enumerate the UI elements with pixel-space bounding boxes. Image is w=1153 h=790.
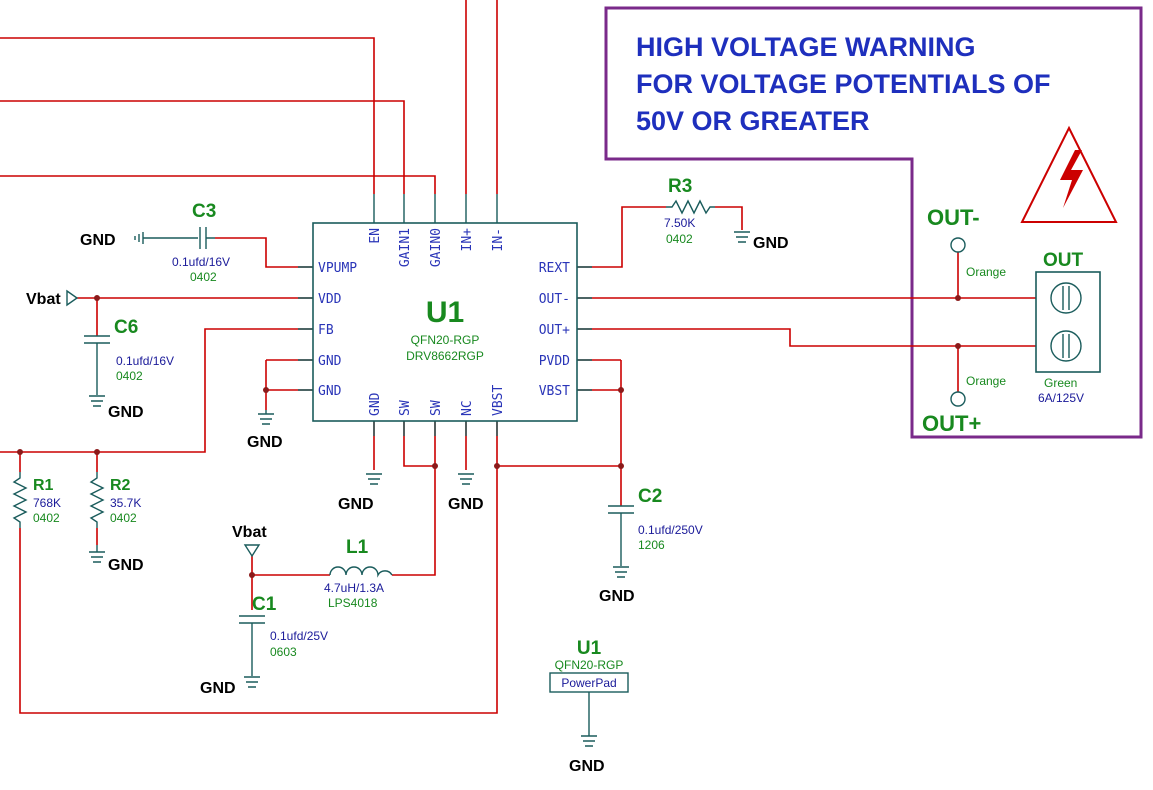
out-plus-tp-color: Orange: [966, 374, 1006, 388]
pin-gnd-left-2: GND: [318, 384, 342, 399]
c3-capacitor: C3 0.1ufd/16V 0402: [134, 201, 230, 284]
c6-refdes: C6: [114, 317, 138, 338]
pin-vpump: VPUMP: [318, 261, 357, 276]
connector-color: Green: [1044, 376, 1077, 390]
gnd-label-pad: GND: [569, 758, 605, 775]
u1-part-number: DRV8662RGP: [406, 349, 484, 363]
r3-value: 7.50K: [664, 216, 695, 230]
pin-en: EN: [368, 228, 383, 244]
pin-in-plus: IN+: [460, 228, 475, 252]
r2-refdes: R2: [110, 477, 131, 494]
l1-package: LPS4018: [328, 596, 378, 610]
pin-gain1: GAIN1: [398, 228, 413, 267]
gnd-symbol-left: GND: [247, 410, 283, 451]
c3-value: 0.1ufd/16V: [172, 255, 230, 269]
c6-value: 0.1ufd/16V: [116, 354, 174, 368]
r3-refdes: R3: [668, 176, 692, 197]
gnd-symbol-u1-pin: GND: [338, 473, 382, 513]
high-voltage-warning-icon: [1020, 125, 1118, 223]
gnd-label-u1-nc: GND: [448, 496, 484, 513]
r3-resistor: R3 7.50K 0402 GND: [664, 176, 789, 252]
warning-line-2: FOR VOLTAGE POTENTIALS OF: [636, 69, 1051, 99]
gnd-label-c2: GND: [599, 588, 635, 605]
pin-sw-2: SW: [429, 400, 444, 416]
warning-line-1: HIGH VOLTAGE WARNING: [636, 32, 976, 62]
u1-pad-refdes: U1: [577, 638, 602, 659]
pin-vbst-right: VBST: [539, 384, 570, 399]
c3-refdes: C3: [192, 201, 216, 222]
out-connector: OUT Green 6A/125V: [1035, 250, 1101, 405]
out-minus-tp-color: Orange: [966, 265, 1006, 279]
connector-refdes: OUT: [1043, 250, 1084, 271]
u1-package: QFN20-RGP: [411, 333, 480, 347]
pin-gnd-left-1: GND: [318, 354, 342, 369]
out-minus-label: OUT-: [927, 205, 980, 230]
c6-package: 0402: [116, 369, 143, 383]
gnd-label-c3: GND: [80, 232, 116, 249]
u1-refdes: U1: [426, 296, 464, 329]
terminal-screw-2: [1050, 330, 1082, 362]
connector-rating: 6A/125V: [1038, 391, 1084, 405]
junction-dots: [17, 295, 961, 578]
u1-ic: VPUMP VDD FB GND GND REXT OUT- OUT+ PVDD…: [298, 194, 592, 436]
gnd-label-r2: GND: [108, 557, 144, 574]
gnd-label-r3: GND: [753, 235, 789, 252]
vbat-label-vdd: Vbat: [26, 291, 61, 308]
l1-inductor: L1 4.7uH/1.3A LPS4018: [324, 537, 393, 610]
out-plus-test-point: Orange OUT+: [922, 374, 1006, 436]
c1-package: 0603: [270, 645, 297, 659]
r2-value: 35.7K: [110, 496, 141, 510]
warning-line-3: 50V OR GREATER: [636, 106, 870, 136]
c2-refdes: C2: [638, 486, 662, 507]
vbat-label-l1: Vbat: [232, 524, 267, 541]
r1-resistor: R1 768K 0402: [12, 472, 61, 528]
r2-resistor: R2 35.7K 0402 GND: [89, 472, 144, 574]
gnd-label-u1-gnd: GND: [338, 496, 374, 513]
pin-vdd: VDD: [318, 292, 342, 307]
c2-capacitor: C2 0.1ufd/250V 1206 GND: [599, 486, 703, 605]
r3-package: 0402: [666, 232, 693, 246]
c2-package: 1206: [638, 538, 665, 552]
gnd-symbol-u1-nc: GND: [448, 473, 484, 513]
c2-value: 0.1ufd/250V: [638, 523, 703, 537]
u1-pad-package: QFN20-RGP: [555, 658, 624, 672]
pin-fb: FB: [318, 323, 334, 338]
pin-pvdd: PVDD: [539, 354, 570, 369]
u1-powerpad: U1 QFN20-RGP PowerPad GND: [549, 638, 629, 775]
vbat-port-vdd: Vbat: [26, 289, 79, 308]
r1-value: 768K: [33, 496, 61, 510]
pin-in-minus: IN-: [491, 228, 506, 251]
r1-package: 0402: [33, 511, 60, 525]
terminal-screw-1: [1050, 282, 1082, 314]
pin-nc: NC: [460, 400, 475, 416]
pin-sw-1: SW: [398, 400, 413, 416]
gnd-label-c6: GND: [108, 404, 144, 421]
out-minus-test-point: OUT- Orange: [927, 205, 1006, 279]
c3-package: 0402: [190, 270, 217, 284]
wires: [0, 0, 1036, 714]
c1-capacitor: C1 0.1ufd/25V 0603 GND: [200, 594, 328, 697]
u1-pad-label: PowerPad: [561, 676, 616, 690]
pin-gnd-bottom: GND: [368, 392, 383, 416]
vbat-port-l1: Vbat: [232, 524, 267, 558]
c1-refdes: C1: [252, 594, 277, 615]
pin-gain0: GAIN0: [429, 228, 444, 267]
l1-refdes: L1: [346, 537, 369, 558]
high-voltage-warning-box: HIGH VOLTAGE WARNING FOR VOLTAGE POTENTI…: [604, 6, 1143, 439]
pin-out-minus: OUT-: [539, 292, 570, 307]
pin-vbst-bottom: VBST: [491, 385, 506, 416]
c1-value: 0.1ufd/25V: [270, 629, 328, 643]
l1-value: 4.7uH/1.3A: [324, 581, 384, 595]
c6-capacitor: C6 0.1ufd/16V 0402 GND: [84, 317, 174, 421]
r2-package: 0402: [110, 511, 137, 525]
gnd-label-c1: GND: [200, 680, 236, 697]
r1-refdes: R1: [33, 477, 54, 494]
pin-out-plus: OUT+: [539, 323, 570, 338]
out-plus-label: OUT+: [922, 411, 981, 436]
gnd-label-left: GND: [247, 434, 283, 451]
pin-rext: REXT: [539, 261, 570, 276]
